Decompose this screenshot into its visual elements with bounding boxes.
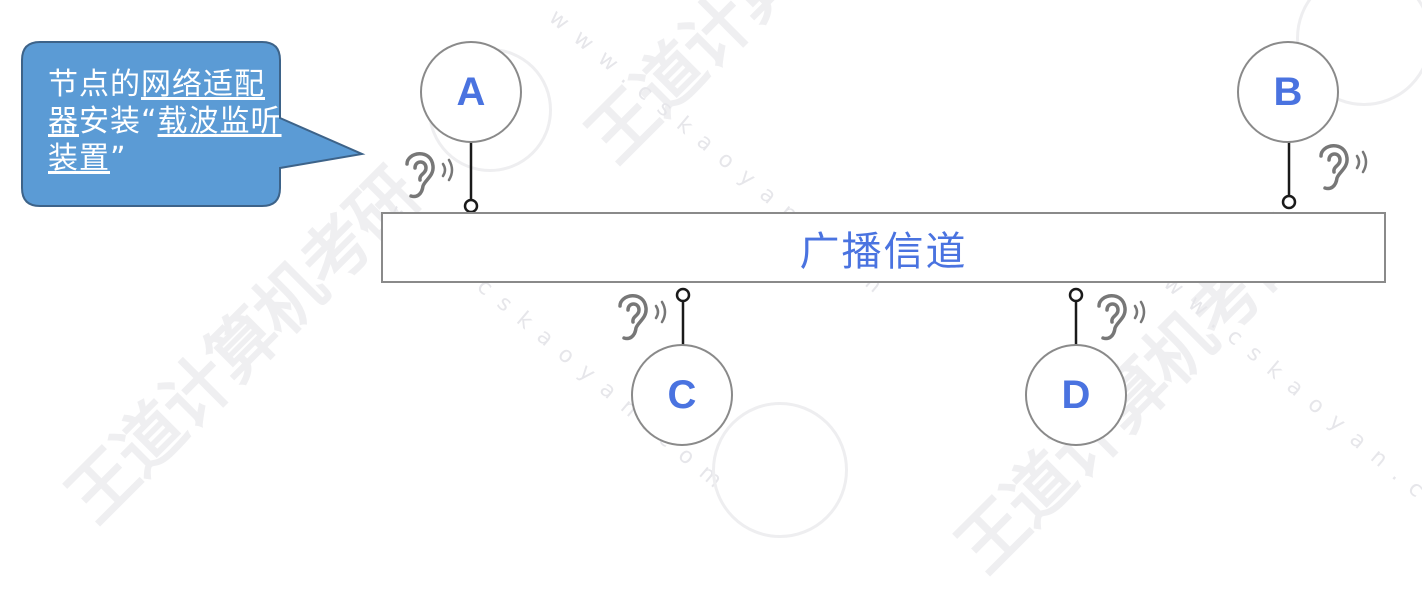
node-c-label: C xyxy=(667,372,697,417)
callout-segment: 节点的 xyxy=(48,67,141,102)
callout-text: 节点的网络适配器安装“载波监听装置” xyxy=(48,66,288,177)
node-b-connector xyxy=(1281,140,1297,210)
ear-icon xyxy=(1319,144,1368,191)
broadcast-channel: 广播信道 xyxy=(381,212,1386,283)
channel-label: 广播信道 xyxy=(799,228,968,275)
ear-icon xyxy=(1097,294,1146,341)
node-a: A xyxy=(420,41,522,143)
node-b: B xyxy=(1237,41,1339,143)
node-a-connector xyxy=(463,140,479,214)
callout-bubble xyxy=(21,41,366,207)
ear-icon xyxy=(405,152,454,199)
diagram-canvas xyxy=(21,41,1368,345)
node-d-connector xyxy=(1068,287,1084,345)
callout-segment-underlined: 载波监听装置 xyxy=(48,104,282,176)
ear-icon xyxy=(618,294,667,341)
callout-segment-underlined: 网络适配器 xyxy=(48,67,265,139)
node-c: C xyxy=(631,344,733,446)
node-d-label: D xyxy=(1061,372,1091,417)
node-b-label: B xyxy=(1273,69,1303,114)
node-d: D xyxy=(1025,344,1127,446)
callout-segment: 安装“ xyxy=(79,104,158,139)
callout-segment: ” xyxy=(110,141,127,176)
node-a-label: A xyxy=(456,69,486,114)
node-c-connector xyxy=(675,287,691,345)
